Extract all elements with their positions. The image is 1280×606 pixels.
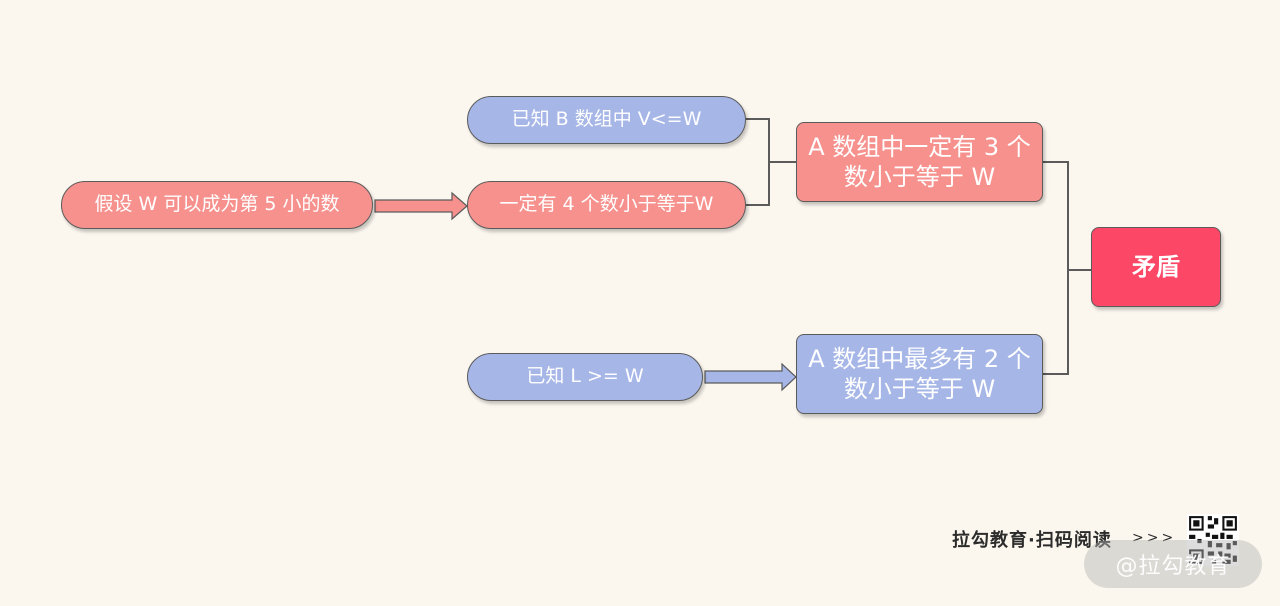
node-a-at-most: A 数组中最多有 2 个数小于等于 W	[796, 334, 1043, 414]
watermark: @拉勾教育	[1084, 540, 1262, 588]
qr-code-icon[interactable]	[1187, 514, 1239, 566]
bracket-to-contradiction	[1043, 161, 1091, 375]
node-contradiction: 矛盾	[1091, 227, 1221, 307]
node-known-b: 已知 B 数组中 V<=W	[467, 96, 746, 144]
bracket-to-a-at-least	[746, 118, 796, 206]
arrow-known-l-to-a-at-most	[704, 362, 797, 392]
footer-brand-text: 拉勾教育·扫码阅读	[952, 530, 1112, 551]
node-known-l: 已知 L >= W	[467, 353, 703, 401]
node-four-less: 一定有 4 个数小于等于W	[467, 181, 746, 229]
node-assume: 假设 W 可以成为第 5 小的数	[61, 181, 373, 229]
arrow-assume-to-four	[374, 191, 468, 221]
node-a-at-least: A 数组中一定有 3 个数小于等于 W	[796, 122, 1043, 202]
footer-arrows: >>>	[1132, 530, 1177, 546]
